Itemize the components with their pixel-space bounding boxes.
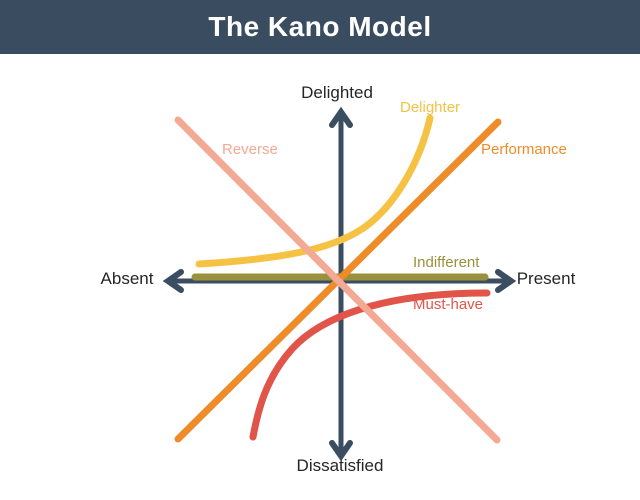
must-have-curve xyxy=(249,289,491,441)
arrowhead-right-icon xyxy=(495,269,517,293)
curve-label-delighter: Delighter xyxy=(400,99,461,116)
title-bar: The Kano Model xyxy=(0,0,640,54)
reverse-line xyxy=(174,116,501,444)
axis-label-dissatisfied: Dissatisfied xyxy=(296,456,384,475)
arrowhead-up-icon xyxy=(329,106,353,128)
curve-label-reverse: Reverse xyxy=(222,141,278,158)
curve-label-performance: Performance xyxy=(481,141,567,158)
page-title: The Kano Model xyxy=(208,11,432,42)
curve-label-indifferent: Indifferent xyxy=(413,254,480,271)
arrowhead-down-icon xyxy=(329,440,353,462)
delighter-curve xyxy=(195,114,434,268)
axis-label-absent: Absent xyxy=(100,269,154,288)
curve-label-must-have: Must-have xyxy=(413,296,484,313)
axis-label-present: Present xyxy=(516,269,576,288)
arrowhead-left-icon xyxy=(162,269,184,293)
axis-label-delighted: Delighted xyxy=(301,83,373,102)
